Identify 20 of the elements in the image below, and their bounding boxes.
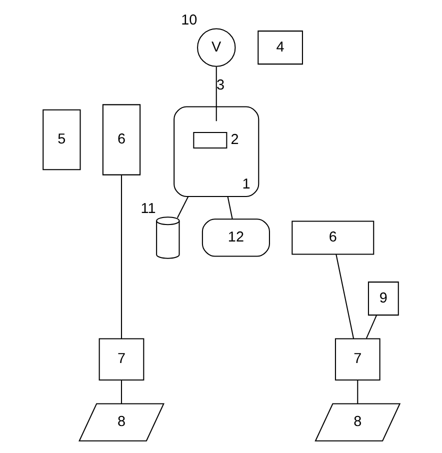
node-box: 7 (334, 338, 380, 380)
node-box: 6 (291, 220, 374, 254)
node-box: 5 (42, 108, 80, 170)
node-box: 4 (257, 30, 302, 64)
node-box: 7 (98, 338, 144, 380)
node-box: 12 (201, 218, 270, 256)
connector (335, 254, 354, 338)
node-box: 9 (367, 281, 398, 316)
connector (226, 196, 232, 218)
node-circle: V (196, 28, 236, 66)
edge-label: 3 (216, 76, 224, 93)
node-box: 6 (102, 104, 140, 175)
connector (215, 66, 216, 121)
connector (365, 314, 376, 338)
connector (176, 196, 188, 218)
node-label: 10 (180, 12, 197, 28)
connector (356, 380, 358, 404)
connector (120, 380, 122, 404)
connector (120, 174, 122, 338)
node-label: 11 (140, 200, 156, 217)
